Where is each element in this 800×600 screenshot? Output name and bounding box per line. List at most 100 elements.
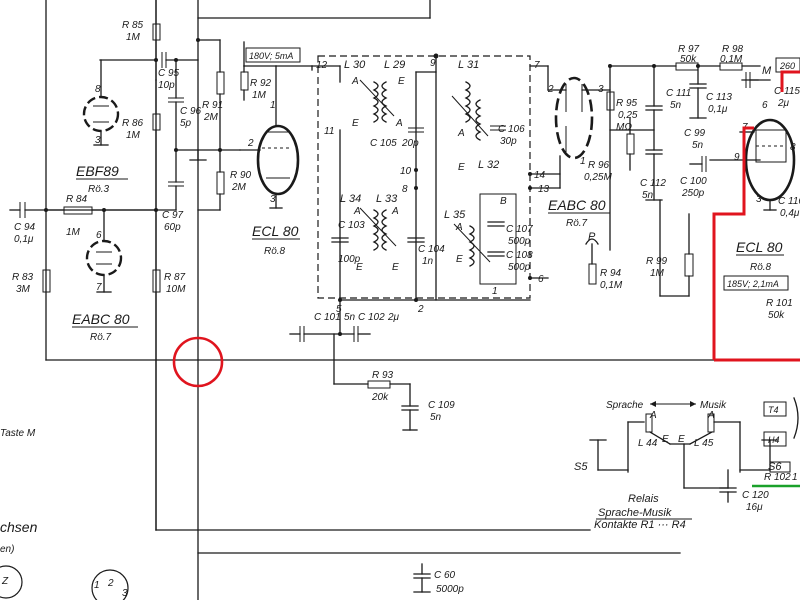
c95-name: C 95 xyxy=(158,68,180,79)
ecl80-right-pin-a: 6 xyxy=(762,100,768,111)
ecl80-mid-pin-c: 3 xyxy=(270,194,276,205)
c108-name: C 108 xyxy=(506,250,533,261)
eabc80-left-ref: Rö.7 xyxy=(90,332,112,343)
l30-tap-a: A xyxy=(351,76,359,87)
ebf89-tube xyxy=(82,95,120,133)
r92-resistor xyxy=(240,71,249,91)
l34-coil xyxy=(372,209,379,251)
c113-value: 0,1μ xyxy=(708,104,728,115)
relay-s6-label: S6 xyxy=(768,461,782,473)
l35-tap-a: A xyxy=(455,222,463,233)
r99-resistor xyxy=(684,253,694,277)
c60-group: C 60 5000p xyxy=(413,563,464,595)
r102-name: R 102 xyxy=(764,472,791,483)
eabc80-mid-label: EABC 80 xyxy=(548,197,606,213)
ecl80-mid-pin-b: 2 xyxy=(247,138,254,149)
l34-tap-e: E xyxy=(356,262,363,273)
supply-right-label: 185V; 2,1mA xyxy=(727,279,779,289)
c105-value: 20p xyxy=(401,138,419,149)
eabc80-left-stage: C 94 0,1μ R 84 1M R 83 3M 6 7 EABC 80 Rö… xyxy=(9,194,186,531)
ecl80-mid-label: ECL 80 xyxy=(252,223,299,239)
l29-tap-e: E xyxy=(398,76,405,87)
r98-value: 0,1M xyxy=(720,54,743,65)
supply-mid-label: 180V; 5mA xyxy=(249,51,293,61)
c107-name: C 107 xyxy=(506,224,533,235)
c111-value: 5n xyxy=(670,100,682,111)
r90-resistor xyxy=(216,171,225,195)
c104-name: C 104 xyxy=(418,244,445,255)
ecl80-right-pin-d: 9 xyxy=(734,152,740,163)
l33-coil xyxy=(381,209,388,251)
l35-subbox xyxy=(479,193,517,285)
c115-name: C 115 xyxy=(774,86,800,97)
connector-num-2: 2 xyxy=(107,578,114,589)
c116-value: 0,4μ xyxy=(780,208,800,219)
ebf89-stage: 8 3 EBF89 Rö.3 R 85 1M R 86 1M C 95 10p … xyxy=(45,0,241,271)
r95-resistor xyxy=(606,91,615,111)
c109-value: 5n xyxy=(430,412,442,423)
eabc80-left-pin-a: 6 xyxy=(96,230,102,241)
l33-tap-a: A xyxy=(391,206,399,217)
connector-num-1: 1 xyxy=(94,580,100,591)
r90-name: R 90 xyxy=(230,170,252,181)
c103-name: C 103 xyxy=(338,220,365,231)
r92-value: 1M xyxy=(252,90,267,101)
r102-resistor xyxy=(769,461,791,473)
relay-title-3: Kontakte R1 ··· R4 xyxy=(594,519,686,531)
ecl80-mid-pin-a: 1 xyxy=(270,100,276,111)
c111-name: C 111 xyxy=(666,88,691,99)
c97-name: C 97 xyxy=(162,210,184,221)
red-circle-annotation xyxy=(172,336,224,388)
r95-value: 0,25 xyxy=(618,110,638,121)
ebf89-ref: Rö.3 xyxy=(88,184,110,195)
en-label: en) xyxy=(0,544,14,555)
t4-box xyxy=(763,401,787,417)
node-5: 5 xyxy=(336,304,342,315)
m-label: M xyxy=(762,65,772,77)
ecl80-right-ref: Rö.8 xyxy=(750,262,772,273)
node-9: 9 xyxy=(430,58,436,69)
l45-label: L 45 xyxy=(694,438,714,449)
taste-m-label: Taste M xyxy=(0,428,36,439)
l44-label: L 44 xyxy=(638,438,658,449)
r101-value: 50k xyxy=(768,310,785,321)
eabc80-mid-pin-c: 1 xyxy=(580,156,586,167)
l34-label: L 34 xyxy=(340,193,361,205)
r94-name: R 94 xyxy=(600,268,622,279)
c103-value: 100p xyxy=(338,254,361,265)
node-b: B xyxy=(500,196,507,207)
r86-value: 1M xyxy=(126,130,141,141)
c120-name: C 120 xyxy=(742,490,769,501)
r91-value: 2M xyxy=(203,112,219,123)
r96-name: R 96 xyxy=(588,160,610,171)
ebf89-pin-a: 8 xyxy=(95,84,101,95)
r92-name: R 92 xyxy=(250,78,272,89)
r96-value: 0,25M xyxy=(584,172,612,183)
c99-name: C 99 xyxy=(684,128,706,139)
r99-value: 1M xyxy=(650,268,665,279)
connector-left xyxy=(0,565,23,599)
l32-tap-e: E xyxy=(458,162,465,173)
l45-tap-e: E xyxy=(678,434,685,445)
ecl80-mid-stage: 180V; 5mA R 92 1M 1 2 3 ECL 80 Rö.8 xyxy=(239,41,313,257)
c96-name: C 96 xyxy=(180,106,202,117)
c95-value: 10p xyxy=(158,80,175,91)
ecl80-mid-tube xyxy=(256,124,300,196)
l30-coil xyxy=(372,81,379,123)
c99-value: 5n xyxy=(692,140,704,151)
c100-value: 250p xyxy=(681,188,705,199)
relay-title-1: Relais xyxy=(628,493,659,505)
r93-name: R 93 xyxy=(372,370,394,381)
relay-title-2: Sprache-Musik xyxy=(598,507,672,519)
lower-filter: C 101 5n C 102 2μ R 93 20k C 109 5n xyxy=(289,299,455,431)
r84-name: R 84 xyxy=(66,194,88,205)
node-14: 14 xyxy=(534,170,546,181)
c109-name: C 109 xyxy=(428,400,455,411)
ecl80-mid-ref: Rö.8 xyxy=(264,246,286,257)
c60-value: 5000p xyxy=(436,584,464,595)
ecl80-right-stage: 6 7 8 9 3 C 99 5n C 100 250p C 116 0,4μ … xyxy=(646,70,800,362)
c120-value: 16μ xyxy=(746,502,763,513)
c106-name: C 106 xyxy=(498,124,525,135)
node-12: 12 xyxy=(316,60,328,71)
